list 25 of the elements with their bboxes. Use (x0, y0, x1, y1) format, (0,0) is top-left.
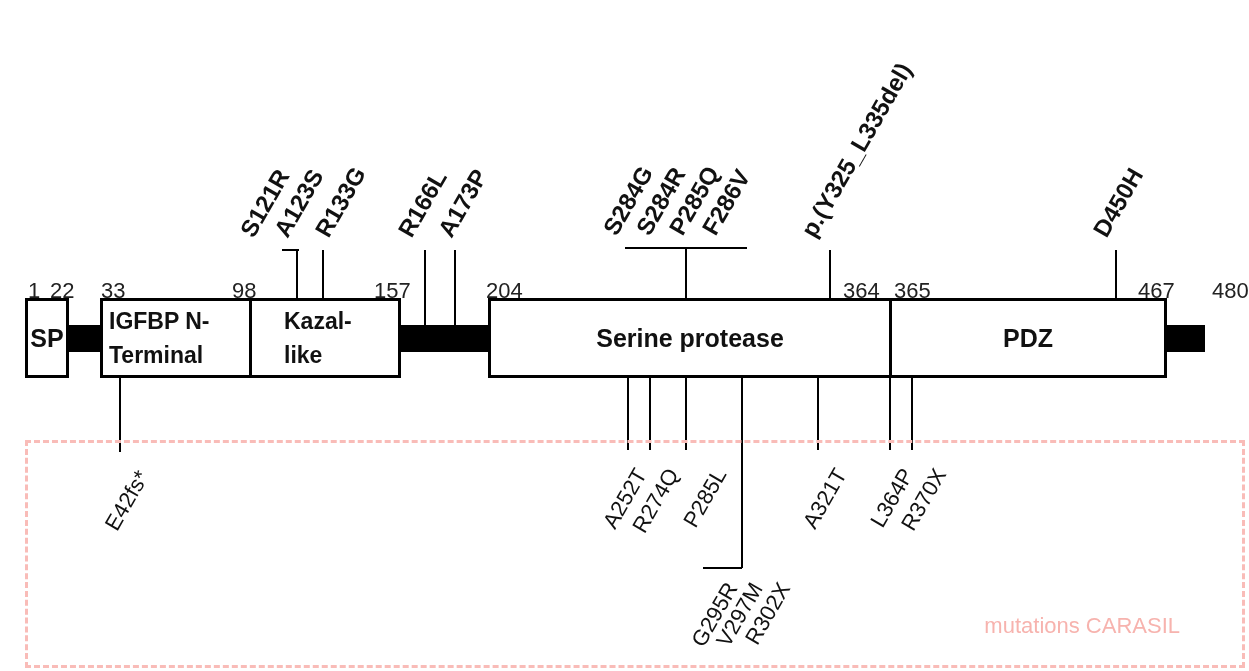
leader-line (829, 249, 831, 299)
protein-backbone (1166, 325, 1205, 352)
leader-line (119, 377, 121, 453)
leader-line (1115, 249, 1117, 299)
domain-box: SP (25, 298, 69, 378)
residue-number: 480 (1212, 278, 1249, 304)
domain-box: IGFBP N-Terminal (100, 298, 252, 378)
leader-line (281, 249, 300, 299)
leader-line (685, 377, 687, 451)
leader-line (817, 377, 819, 451)
leader-line (454, 249, 456, 326)
leader-line (702, 377, 743, 569)
dashed-region (25, 440, 1245, 668)
leader-line (624, 247, 748, 299)
leader-line (649, 377, 651, 451)
leader-line (889, 377, 891, 451)
leader-line (627, 377, 629, 451)
domain-box: PDZ (889, 298, 1167, 378)
leader-line (424, 249, 426, 326)
protein-backbone (400, 325, 489, 352)
leader-line (322, 249, 324, 299)
leader-line (911, 377, 913, 451)
domain-box: Serine protease (488, 298, 892, 378)
region-label: mutations CARASIL (984, 613, 1180, 639)
domain-box: Kazal-like (249, 298, 401, 378)
